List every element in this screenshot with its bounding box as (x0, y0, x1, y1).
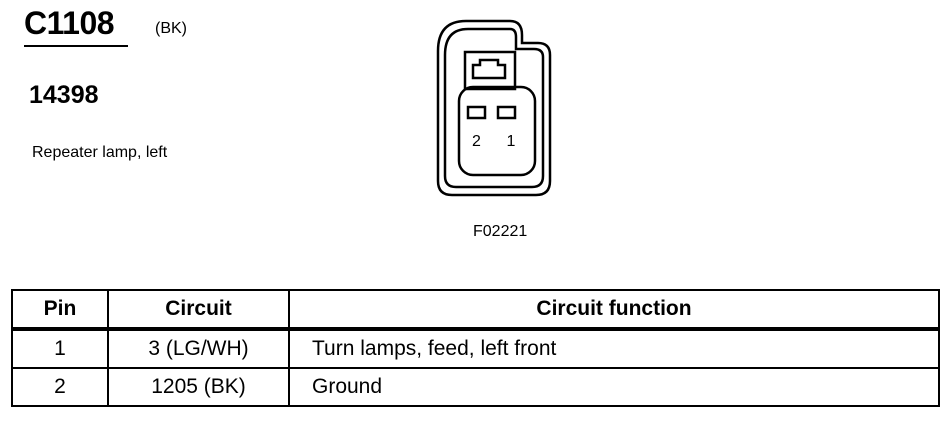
pin-2-terminal (466, 105, 487, 120)
pin-cell: 1 (11, 328, 109, 369)
connector-face-diagram: 2 1 (436, 19, 552, 197)
part-number: 14398 (29, 81, 99, 109)
pin-1-label: 1 (507, 133, 516, 150)
header-pin: Pin (11, 289, 109, 331)
figure-code: F02221 (473, 223, 528, 240)
header-circuit: Circuit (107, 289, 290, 331)
table-row: 2 1205 (BK) Ground (11, 367, 940, 407)
header-circuit-function: Circuit function (288, 289, 940, 331)
connector-id: C1108 (24, 5, 115, 41)
connector-id-underline (24, 45, 128, 47)
function-cell: Ground (288, 367, 940, 407)
connector-inner-shell (443, 27, 545, 189)
latch-tab (471, 58, 507, 80)
color-code: (BK) (155, 20, 187, 37)
pin-table: Pin Circuit Circuit function 1 3 (LG/WH)… (11, 289, 940, 407)
pin-cell: 2 (11, 367, 109, 407)
connector-latch (463, 50, 517, 91)
circuit-cell: 1205 (BK) (107, 367, 290, 407)
connector-description: Repeater lamp, left (32, 144, 168, 161)
connector-outer-shell (436, 19, 552, 197)
connector-body (457, 85, 537, 177)
table-row: 1 3 (LG/WH) Turn lamps, feed, left front (11, 328, 940, 369)
table-header-row: Pin Circuit Circuit function (11, 289, 940, 331)
pin-2-label: 2 (472, 133, 481, 150)
pin-1-terminal (496, 105, 517, 120)
circuit-cell: 3 (LG/WH) (107, 328, 290, 369)
function-cell: Turn lamps, feed, left front (288, 328, 940, 369)
